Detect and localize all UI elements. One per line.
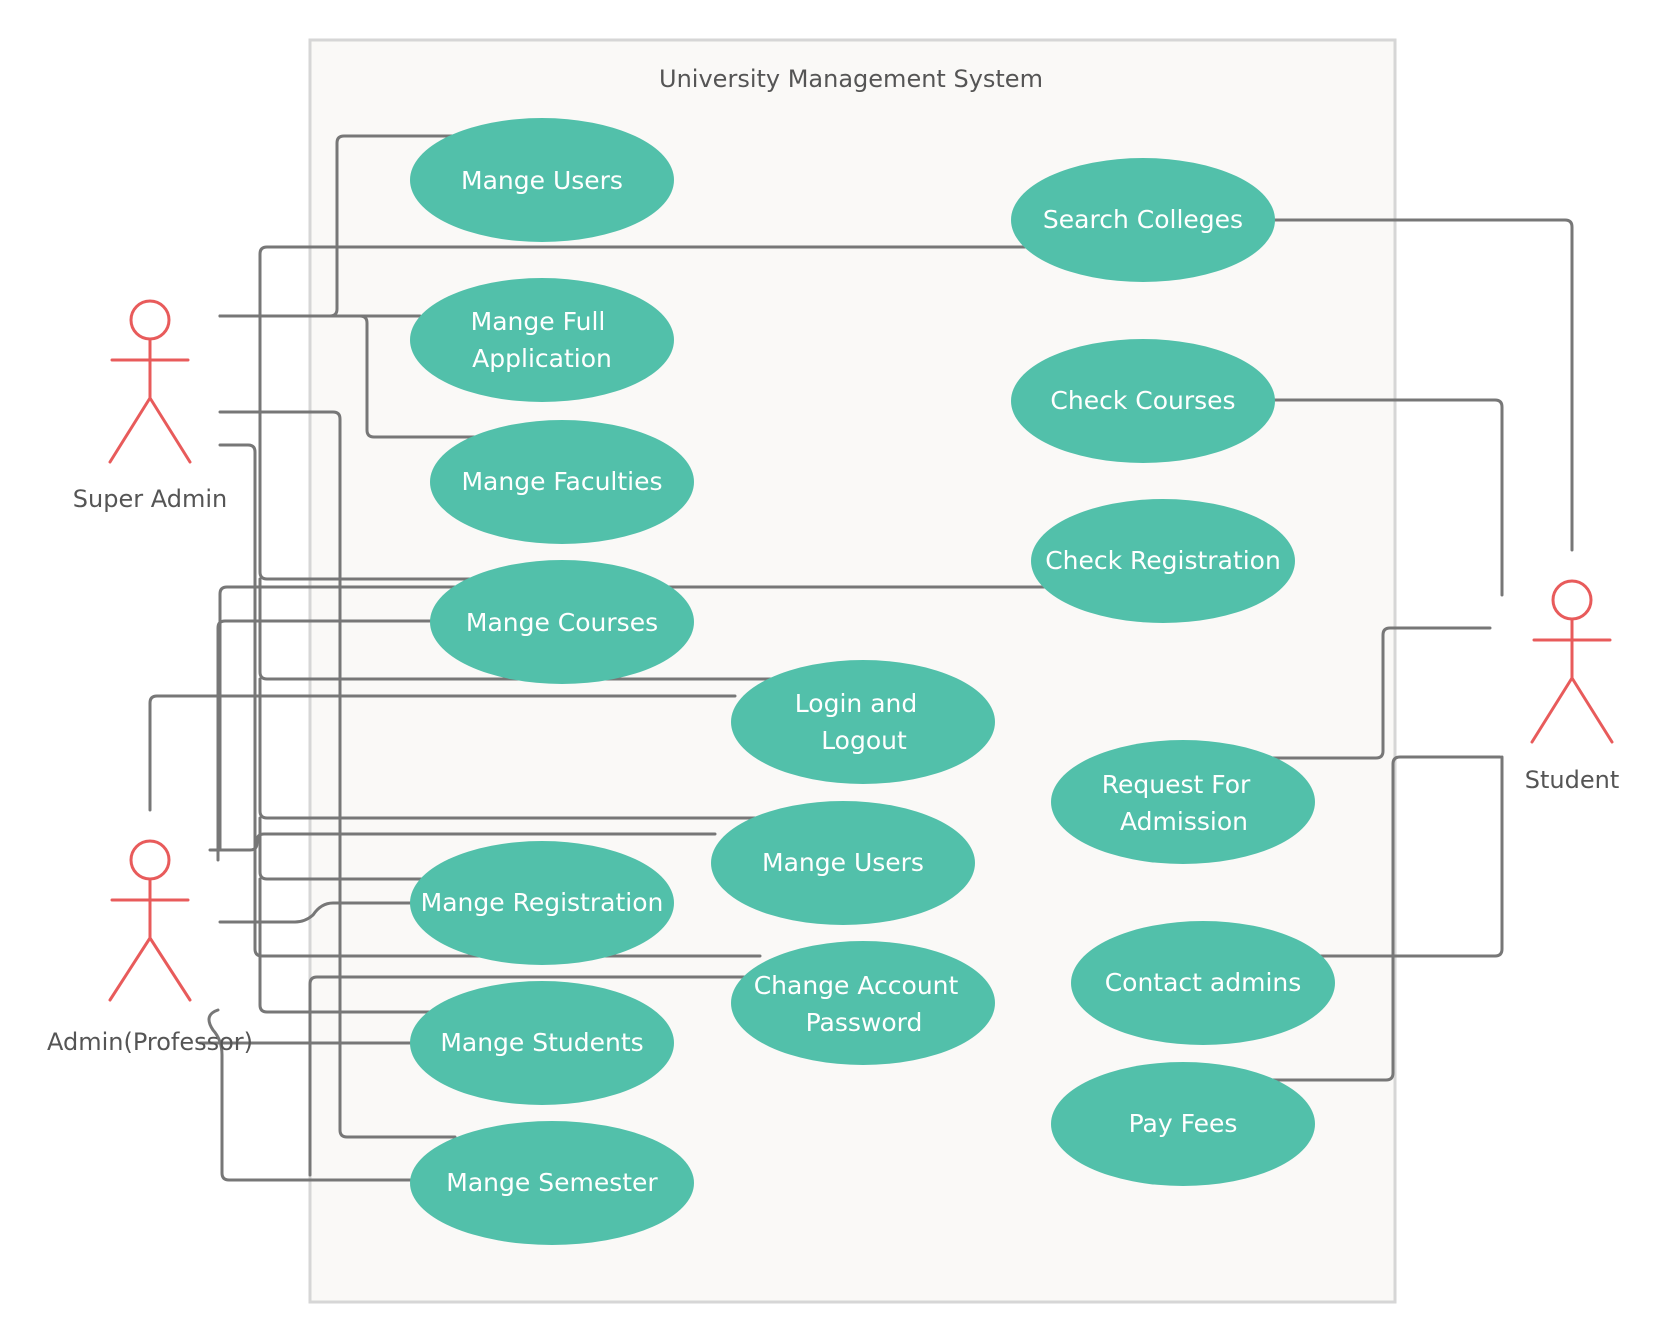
connector-professor-semester — [207, 1008, 414, 1182]
use-case-manage-courses[interactable]: Mange Courses — [430, 560, 694, 684]
actor-super-admin-head — [129, 299, 171, 341]
connector-professor-courses — [216, 619, 432, 862]
svg-text:Change Account Passwor: Change Account Password — [754, 971, 967, 1037]
connector-superadmin-manage-users-center — [258, 677, 757, 820]
actor-student[interactable]: Student — [1525, 579, 1619, 794]
system-title: University Management System — [659, 65, 1043, 93]
use-case-pay-fees[interactable]: Pay Fees — [1051, 1062, 1315, 1186]
connector-superadmin-courses — [258, 314, 472, 581]
use-case-contact-admins[interactable]: Contact admins — [1071, 921, 1335, 1045]
connector-professor-login — [148, 694, 737, 812]
connectors — [148, 134, 1574, 1182]
connector-professor-registration — [218, 901, 414, 924]
svg-text:Mange Users: Mange Users — [762, 848, 924, 877]
connector-student-request-admission — [1268, 626, 1492, 760]
use-case-check-courses[interactable]: Check Courses — [1011, 339, 1275, 463]
svg-text:Search Colleges: Search Colleges — [1043, 205, 1243, 234]
use-case-manage-faculties[interactable]: Mange Faculties — [430, 420, 694, 544]
actor-super-admin-body — [108, 337, 192, 464]
svg-text:Mange Full Application: Mange Full Application — [471, 307, 614, 373]
use-case-manage-students[interactable]: Mange Students — [410, 981, 674, 1105]
actor-student-head — [1551, 579, 1593, 621]
use-case-search-colleges[interactable]: Search Colleges — [1011, 158, 1275, 282]
use-case-login-logout[interactable]: Login and Logout — [731, 660, 995, 784]
svg-text:Check Registration: Check Registration — [1045, 546, 1281, 575]
use-case-manage-registration[interactable]: Mange Registration — [410, 841, 674, 965]
connector-superadmin-students — [258, 877, 432, 1014]
connector-student-pay-fees — [1268, 755, 1502, 1082]
actor-admin-professor-head — [129, 839, 171, 881]
use-case-manage-users-top[interactable]: Mange Users — [410, 118, 674, 242]
svg-text:Pay Fees: Pay Fees — [1129, 1109, 1238, 1138]
connector-student-contact-admins — [1318, 755, 1504, 958]
actor-admin-professor[interactable]: Admin(Professor) — [47, 839, 253, 1056]
connector-professor-check-registration — [218, 585, 1047, 852]
svg-text:Mange Users: Mange Users — [461, 166, 623, 195]
actor-super-admin-label: Super Admin — [73, 485, 227, 513]
connector-student-check-courses — [1273, 398, 1504, 597]
svg-text:Mange Semester: Mange Semester — [446, 1168, 658, 1197]
use-case-manage-users-center[interactable]: Mange Users — [711, 801, 975, 925]
svg-text:Check Courses: Check Courses — [1050, 386, 1235, 415]
connector-superadmin-search-colleges — [258, 245, 1027, 318]
svg-text:Login and Logout: Login and Logout — [795, 689, 925, 755]
connector-superadmin-login — [258, 577, 777, 681]
connector-superadmin-faculties — [218, 314, 477, 439]
svg-text:Contact admins: Contact admins — [1105, 968, 1302, 997]
svg-text:Mange Registration: Mange Registration — [421, 888, 664, 917]
connector-superadmin-semester — [218, 410, 457, 1139]
actor-super-admin[interactable]: Super Admin — [73, 299, 227, 513]
connector-student-search-colleges — [1273, 218, 1574, 552]
connector-professor-manage-users-center — [208, 832, 717, 852]
use-case-request-admission[interactable]: Request For Admission — [1051, 740, 1315, 864]
actor-admin-professor-body — [108, 877, 192, 1002]
connector-superadmin-change-password — [218, 443, 762, 958]
connector-superadmin-registration — [258, 816, 432, 881]
use-case-check-registration[interactable]: Check Registration — [1031, 499, 1295, 623]
svg-text:Mange Courses: Mange Courses — [466, 608, 658, 637]
svg-text:Mange Students: Mange Students — [440, 1028, 643, 1057]
actors: Super Admin Admin(Professor) Student — [47, 299, 1619, 1056]
svg-text:Request For Admission: Request For Admission — [1102, 770, 1259, 836]
actor-student-body — [1530, 617, 1614, 744]
svg-text:Mange Faculties: Mange Faculties — [461, 467, 662, 496]
use-case-manage-full-application[interactable]: Mange Full Application — [410, 278, 674, 402]
connector-professor-change-password — [308, 975, 747, 1177]
use-case-manage-semester[interactable]: Mange Semester — [410, 1121, 694, 1245]
actor-student-label: Student — [1525, 766, 1619, 794]
actor-admin-professor-label: Admin(Professor) — [47, 1028, 253, 1056]
use-case-change-account-password[interactable]: Change Account Password — [731, 941, 995, 1065]
use-cases: Mange Users Mange Full Application Mange… — [410, 118, 1335, 1245]
